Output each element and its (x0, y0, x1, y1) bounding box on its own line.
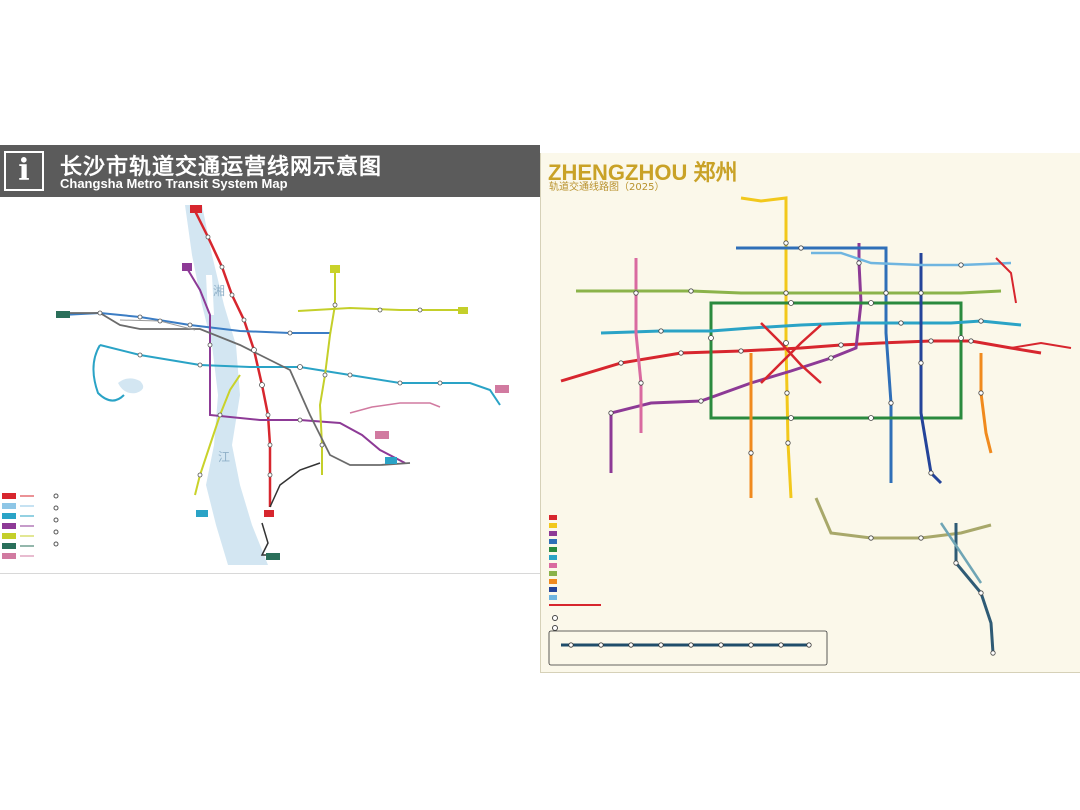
zhengzhou-metro-map: ZHENGZHOU 郑州 轨道交通线路图（2025） (540, 153, 1080, 673)
cs-line-3-loop (93, 345, 124, 401)
zz-line-10 (921, 253, 941, 483)
cs-badge-red2 (264, 510, 274, 517)
changsha-bottom-rule (0, 573, 540, 574)
cs-legend (2, 493, 58, 559)
cs-badge-end-right (458, 307, 468, 314)
zz-line-chengjiao (956, 523, 993, 653)
changsha-metro-map: i 长沙市轨道交通运营线网示意图 Changsha Metro Transit … (0, 145, 540, 575)
cs-line-3 (100, 345, 500, 405)
cs-badge-end-left (56, 311, 70, 318)
cs-badge-dark (266, 553, 280, 560)
cs-maglev (350, 403, 440, 413)
zz-legend (549, 515, 601, 631)
zz-line-4 (736, 248, 891, 483)
lake (118, 378, 143, 393)
cs-line-dark (270, 463, 320, 507)
zz-express-box (549, 631, 827, 665)
zz-line-14 (816, 498, 991, 538)
zz-line-1 (561, 341, 1041, 381)
cs-badge-red (190, 205, 202, 213)
cs-badge-teal (385, 457, 397, 464)
zz-line-6 (601, 321, 1021, 333)
zz-line-12 (811, 253, 1011, 265)
river-char-1: 湘 (213, 283, 225, 298)
cs-badge-yellow (330, 265, 340, 273)
cs-line-south (262, 523, 280, 555)
cs-line-2 (62, 313, 330, 333)
zz-line-5-loop (711, 303, 961, 418)
cs-badge-purple (182, 263, 192, 271)
changsha-map-graphic: 湘 江 (0, 145, 540, 575)
zz-line-east (1011, 343, 1071, 348)
zz-line-9b (981, 353, 991, 453)
zz-line-ne (996, 258, 1016, 303)
cs-badge-pink (495, 385, 509, 393)
zhengzhou-map-graphic (541, 153, 1080, 673)
cs-badge-teal2 (196, 510, 208, 517)
river-char-2: 江 (218, 450, 230, 464)
cs-badge-pink2 (375, 431, 389, 439)
